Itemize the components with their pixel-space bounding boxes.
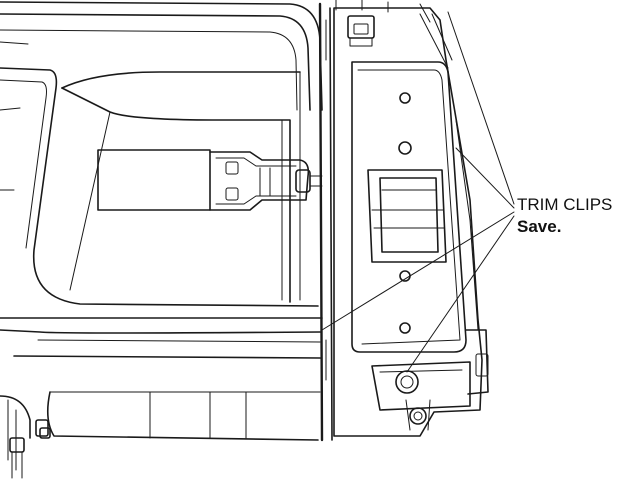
callout-note: Save. (517, 217, 561, 236)
trim-clip-icon (395, 370, 419, 394)
callout-label: TRIM CLIPS Save. (517, 195, 612, 236)
callout-leaders (321, 11, 515, 373)
hinge-bracket-icon (209, 151, 323, 211)
frame-edge (318, 2, 333, 442)
callout-title: TRIM CLIPS (517, 195, 612, 214)
side-panel-icon (333, 0, 489, 437)
housing-body (0, 1, 323, 479)
